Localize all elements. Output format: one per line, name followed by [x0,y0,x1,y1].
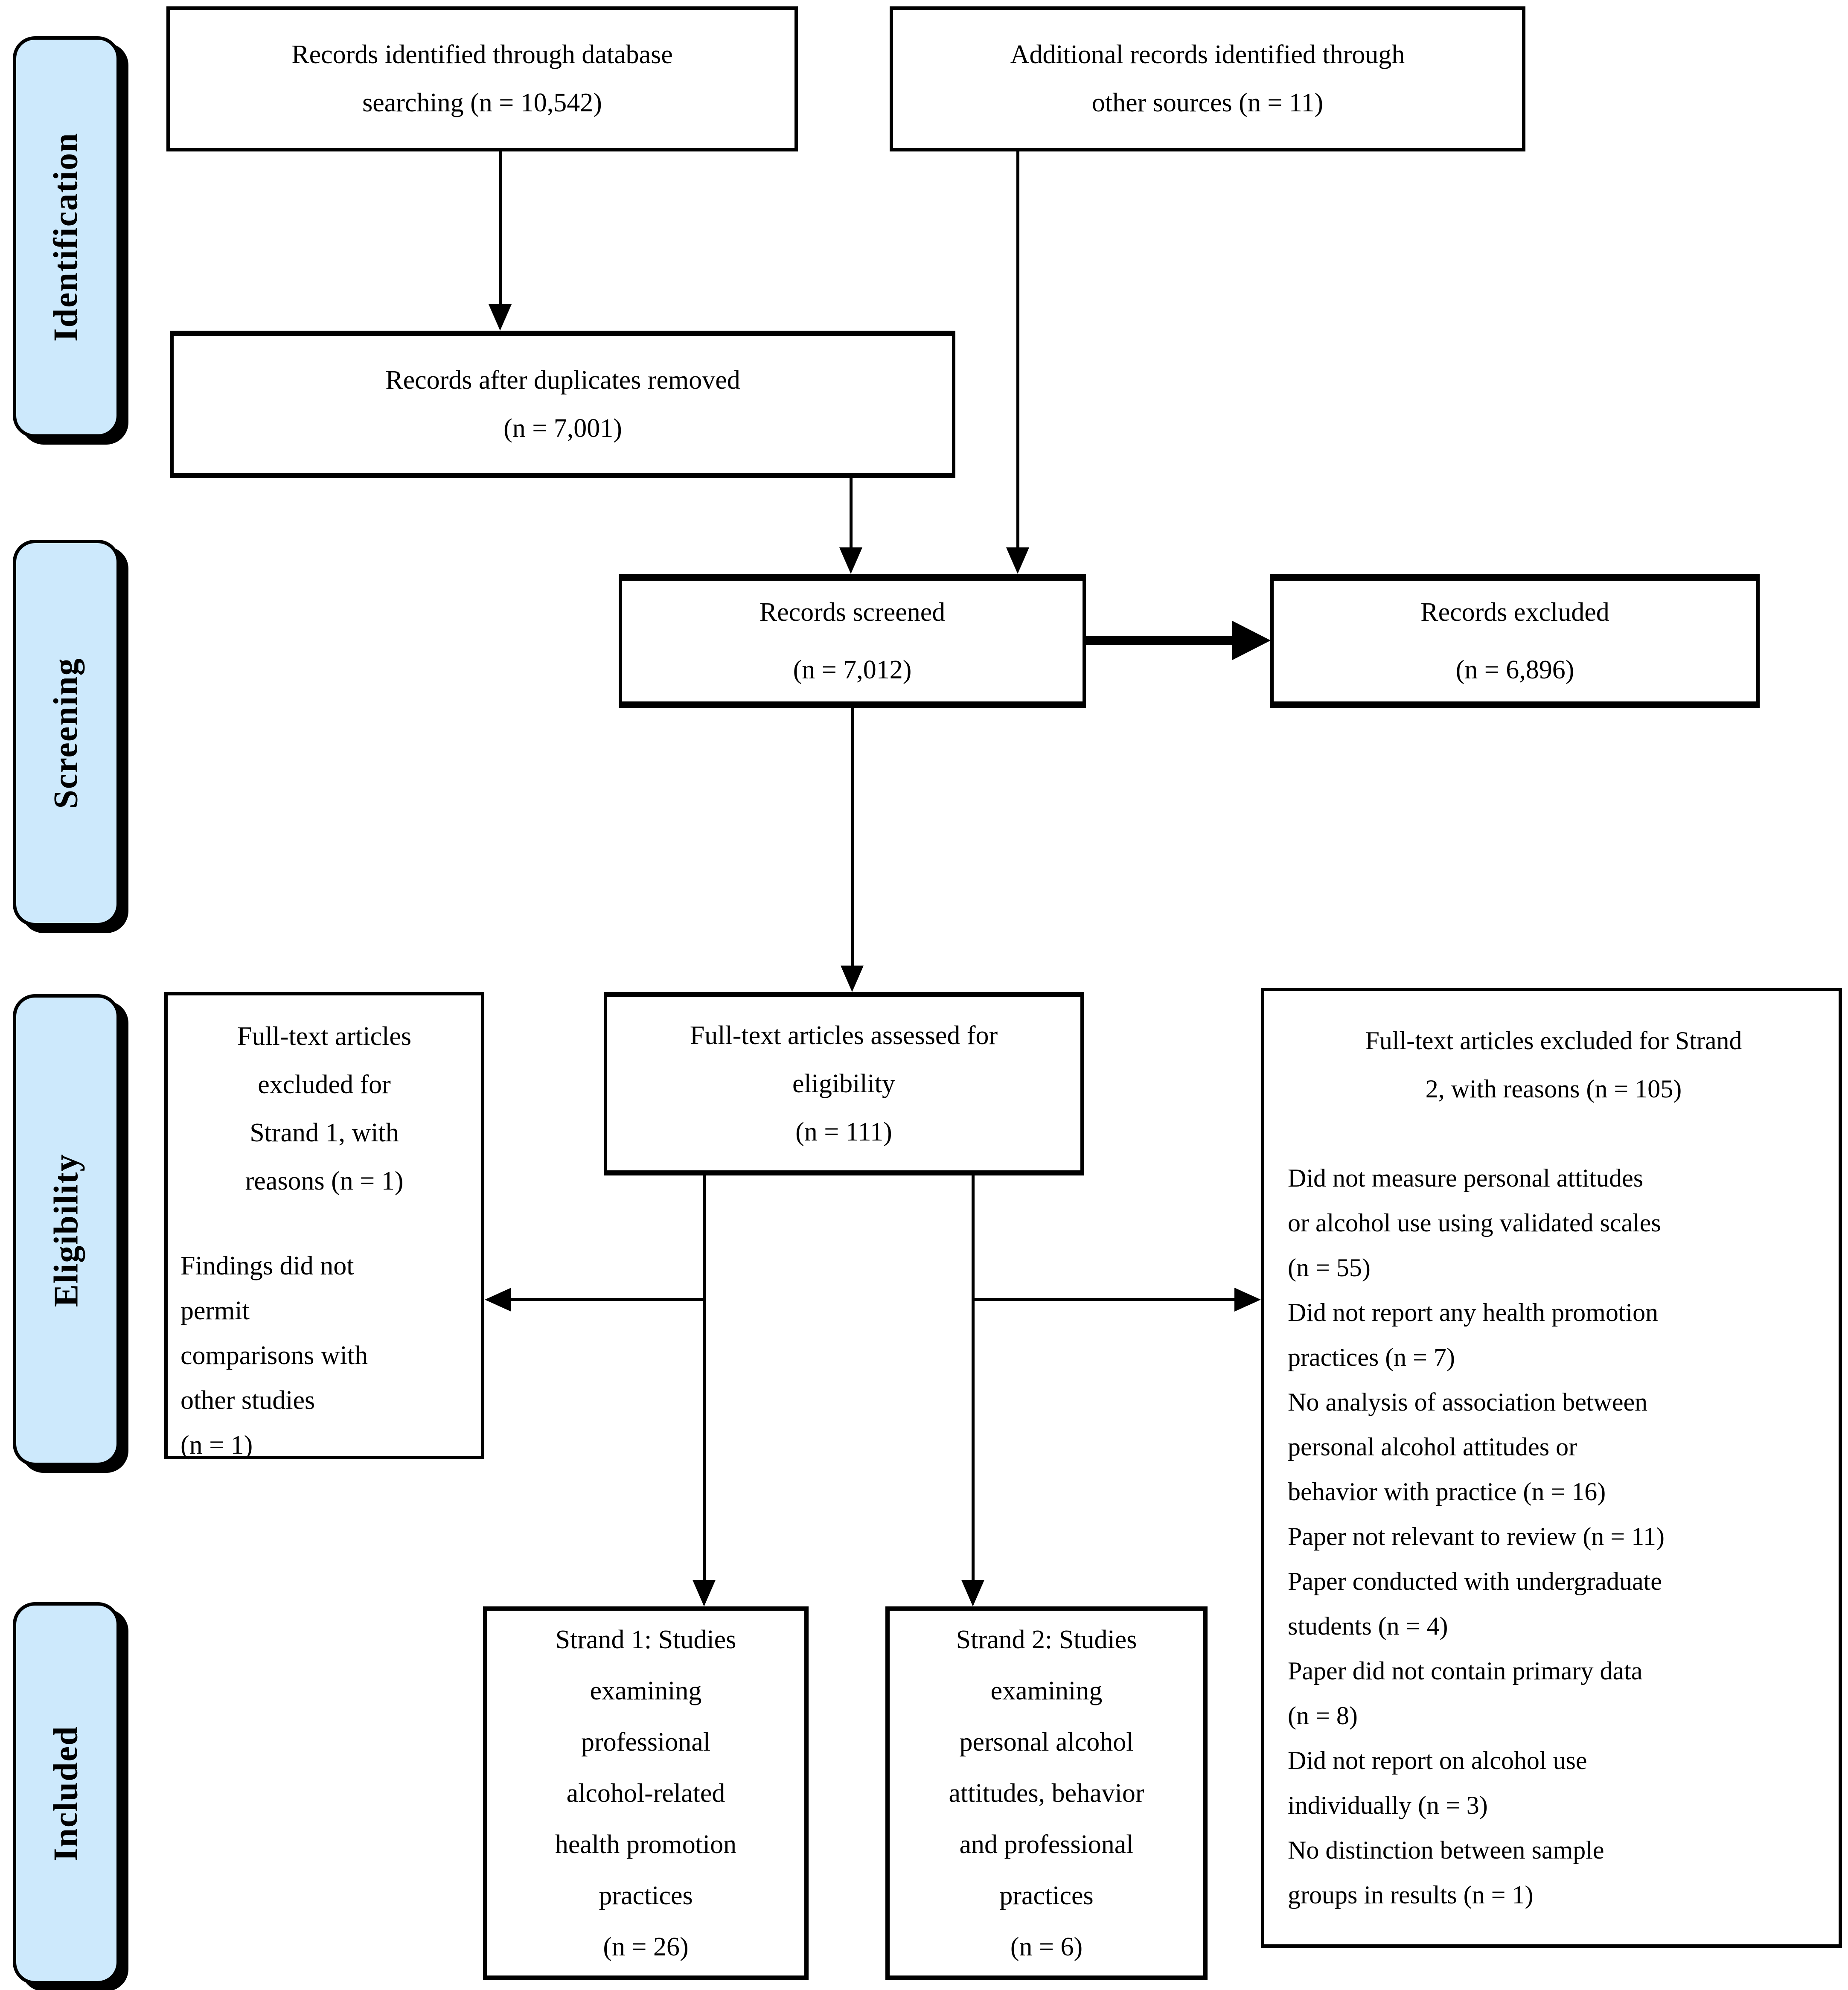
text-line: Full-text articles assessed for [690,1021,998,1050]
text-line: Additional records identified through [1010,40,1405,69]
text-line: practices [599,1881,693,1910]
arrowhead-duplicates-to-screened [839,547,862,574]
text-line: professional [581,1727,711,1757]
stage-identification: Identification [13,36,120,438]
arrowhead-screened-to-fulltext [841,966,864,992]
box-additional-records: Additional records identified through oth… [890,6,1525,151]
box-strand2-included: Strand 2: Studies examining personal alcoh… [885,1606,1208,1980]
text-line: Strand 1: Studies [555,1625,736,1654]
text-line: Records after duplicates removed [385,365,740,395]
text-line: Paper conducted with undergraduate [1288,1567,1662,1595]
stage-eligibility-label: Eligibility [47,1153,85,1307]
arrowhead-identified-to-duplicates [489,304,512,331]
text-line: eligibility [792,1069,896,1098]
text-line: (n = 7,012) [793,655,912,684]
text-line: Did not report any health promotion [1288,1298,1659,1327]
text-line: health promotion [555,1830,737,1859]
text-line: other studies [180,1386,315,1415]
text-line: (n = 7,001) [503,413,622,443]
arrowhead-fulltext-to-strand2 [961,1580,984,1606]
text-line: Strand 2: Studies [956,1625,1137,1654]
text-line: Did not measure personal attitudes [1288,1164,1644,1192]
text-line: (n = 1) [180,1431,253,1460]
text-line: or alcohol use using validated scales [1288,1209,1661,1237]
box-records-identified: Records identified through database searc… [166,6,798,151]
arrowhead-screened-to-excluded [1232,621,1271,660]
text-line: practices (n = 7) [1288,1343,1455,1371]
text-line: Findings did not [180,1251,354,1280]
box-duplicates-removed: Records after duplicates removed (n = 7,0… [170,331,955,478]
line-identified-to-duplicates [499,151,502,305]
text-line: Strand 1, with [250,1118,399,1147]
text-line: Paper did not contain primary data [1288,1657,1643,1685]
text-line: examining [590,1676,702,1705]
text-line: (n = 8) [1288,1702,1358,1730]
text-line: attitudes, behavior [949,1778,1144,1808]
strand2-excluded-heading: Full-text articles excluded for Strand 2,… [1288,1017,1819,1113]
text-line: (n = 6,896) [1455,655,1574,684]
text-line: No analysis of association between [1288,1388,1648,1416]
line-screened-to-excluded [1086,636,1233,645]
stage-screening: Screening [13,540,120,926]
strand1-excluded-reasons: Findings did not permit comparisons with ot… [180,1244,368,1468]
text-line: 2, with reasons (n = 105) [1425,1075,1682,1103]
text-line: (n = 6) [1010,1932,1083,1961]
line-screened-to-fulltext [851,708,854,966]
text-line: Full-text articles [237,1022,412,1051]
arrowhead-branch-to-strand2-excluded [1234,1288,1261,1312]
stage-included: Included [13,1602,120,1984]
text-line: excluded for [258,1070,391,1099]
text-line: individually (n = 3) [1288,1791,1488,1819]
text-line: groups in results (n = 1) [1288,1881,1534,1909]
line-branch-to-strand1-excluded [511,1298,704,1301]
text-line: Records excluded [1420,597,1609,627]
text-line: permit [180,1296,250,1325]
text-line: Full-text articles excluded for Strand [1365,1027,1742,1055]
line-additional-to-screened [1016,151,1019,548]
text-line: (n = 111) [795,1117,892,1146]
strand2-excluded-reasons: Did not measure personal attitudes or alc… [1288,1156,1665,1917]
text-line: Records screened [759,597,946,627]
stage-eligibility: Eligibility [13,994,120,1466]
text-line: (n = 26) [603,1932,689,1961]
line-duplicates-to-screened [850,478,853,548]
text-line: alcohol-related [566,1778,725,1808]
stage-included-label: Included [47,1725,85,1862]
box-fulltext-assessed: Full-text articles assessed for eligibili… [604,992,1084,1175]
box-records-screened: Records screened (n = 7,012) [619,574,1086,708]
text-line: Did not report on alcohol use [1288,1746,1587,1775]
arrowhead-additional-to-screened [1006,547,1029,574]
text-line: students (n = 4) [1288,1612,1448,1640]
arrowhead-fulltext-to-strand1 [693,1580,716,1606]
text-line: personal alcohol [959,1727,1134,1757]
text-line: Paper not relevant to review (n = 11) [1288,1522,1665,1551]
text-line: comparisons with [180,1341,368,1370]
text-line: personal alcohol attitudes or [1288,1433,1577,1461]
text-line: examining [990,1676,1103,1705]
line-branch-to-strand2-excluded [973,1298,1235,1301]
stage-screening-label: Screening [47,657,85,809]
text-line: other sources (n = 11) [1091,88,1324,117]
text-line: (n = 55) [1288,1254,1371,1282]
text-line: Records identified through database [291,40,673,69]
stage-identification-label: Identification [47,132,85,342]
text-line: practices [999,1881,1094,1910]
text-line: reasons (n = 1) [245,1167,404,1196]
box-strand2-excluded: Full-text articles excluded for Strand 2,… [1261,988,1842,1948]
text-line: and professional [959,1830,1134,1859]
arrowhead-branch-to-strand1-excluded [485,1288,511,1312]
text-line: No distinction between sample [1288,1836,1604,1864]
line-fulltext-to-strand2 [972,1175,975,1581]
line-fulltext-to-strand1 [703,1175,706,1581]
box-records-excluded: Records excluded (n = 6,896) [1270,574,1760,708]
text-line: behavior with practice (n = 16) [1288,1478,1606,1506]
text-line: searching (n = 10,542) [362,88,602,117]
box-strand1-included: Strand 1: Studies examining professional al… [483,1606,809,1980]
